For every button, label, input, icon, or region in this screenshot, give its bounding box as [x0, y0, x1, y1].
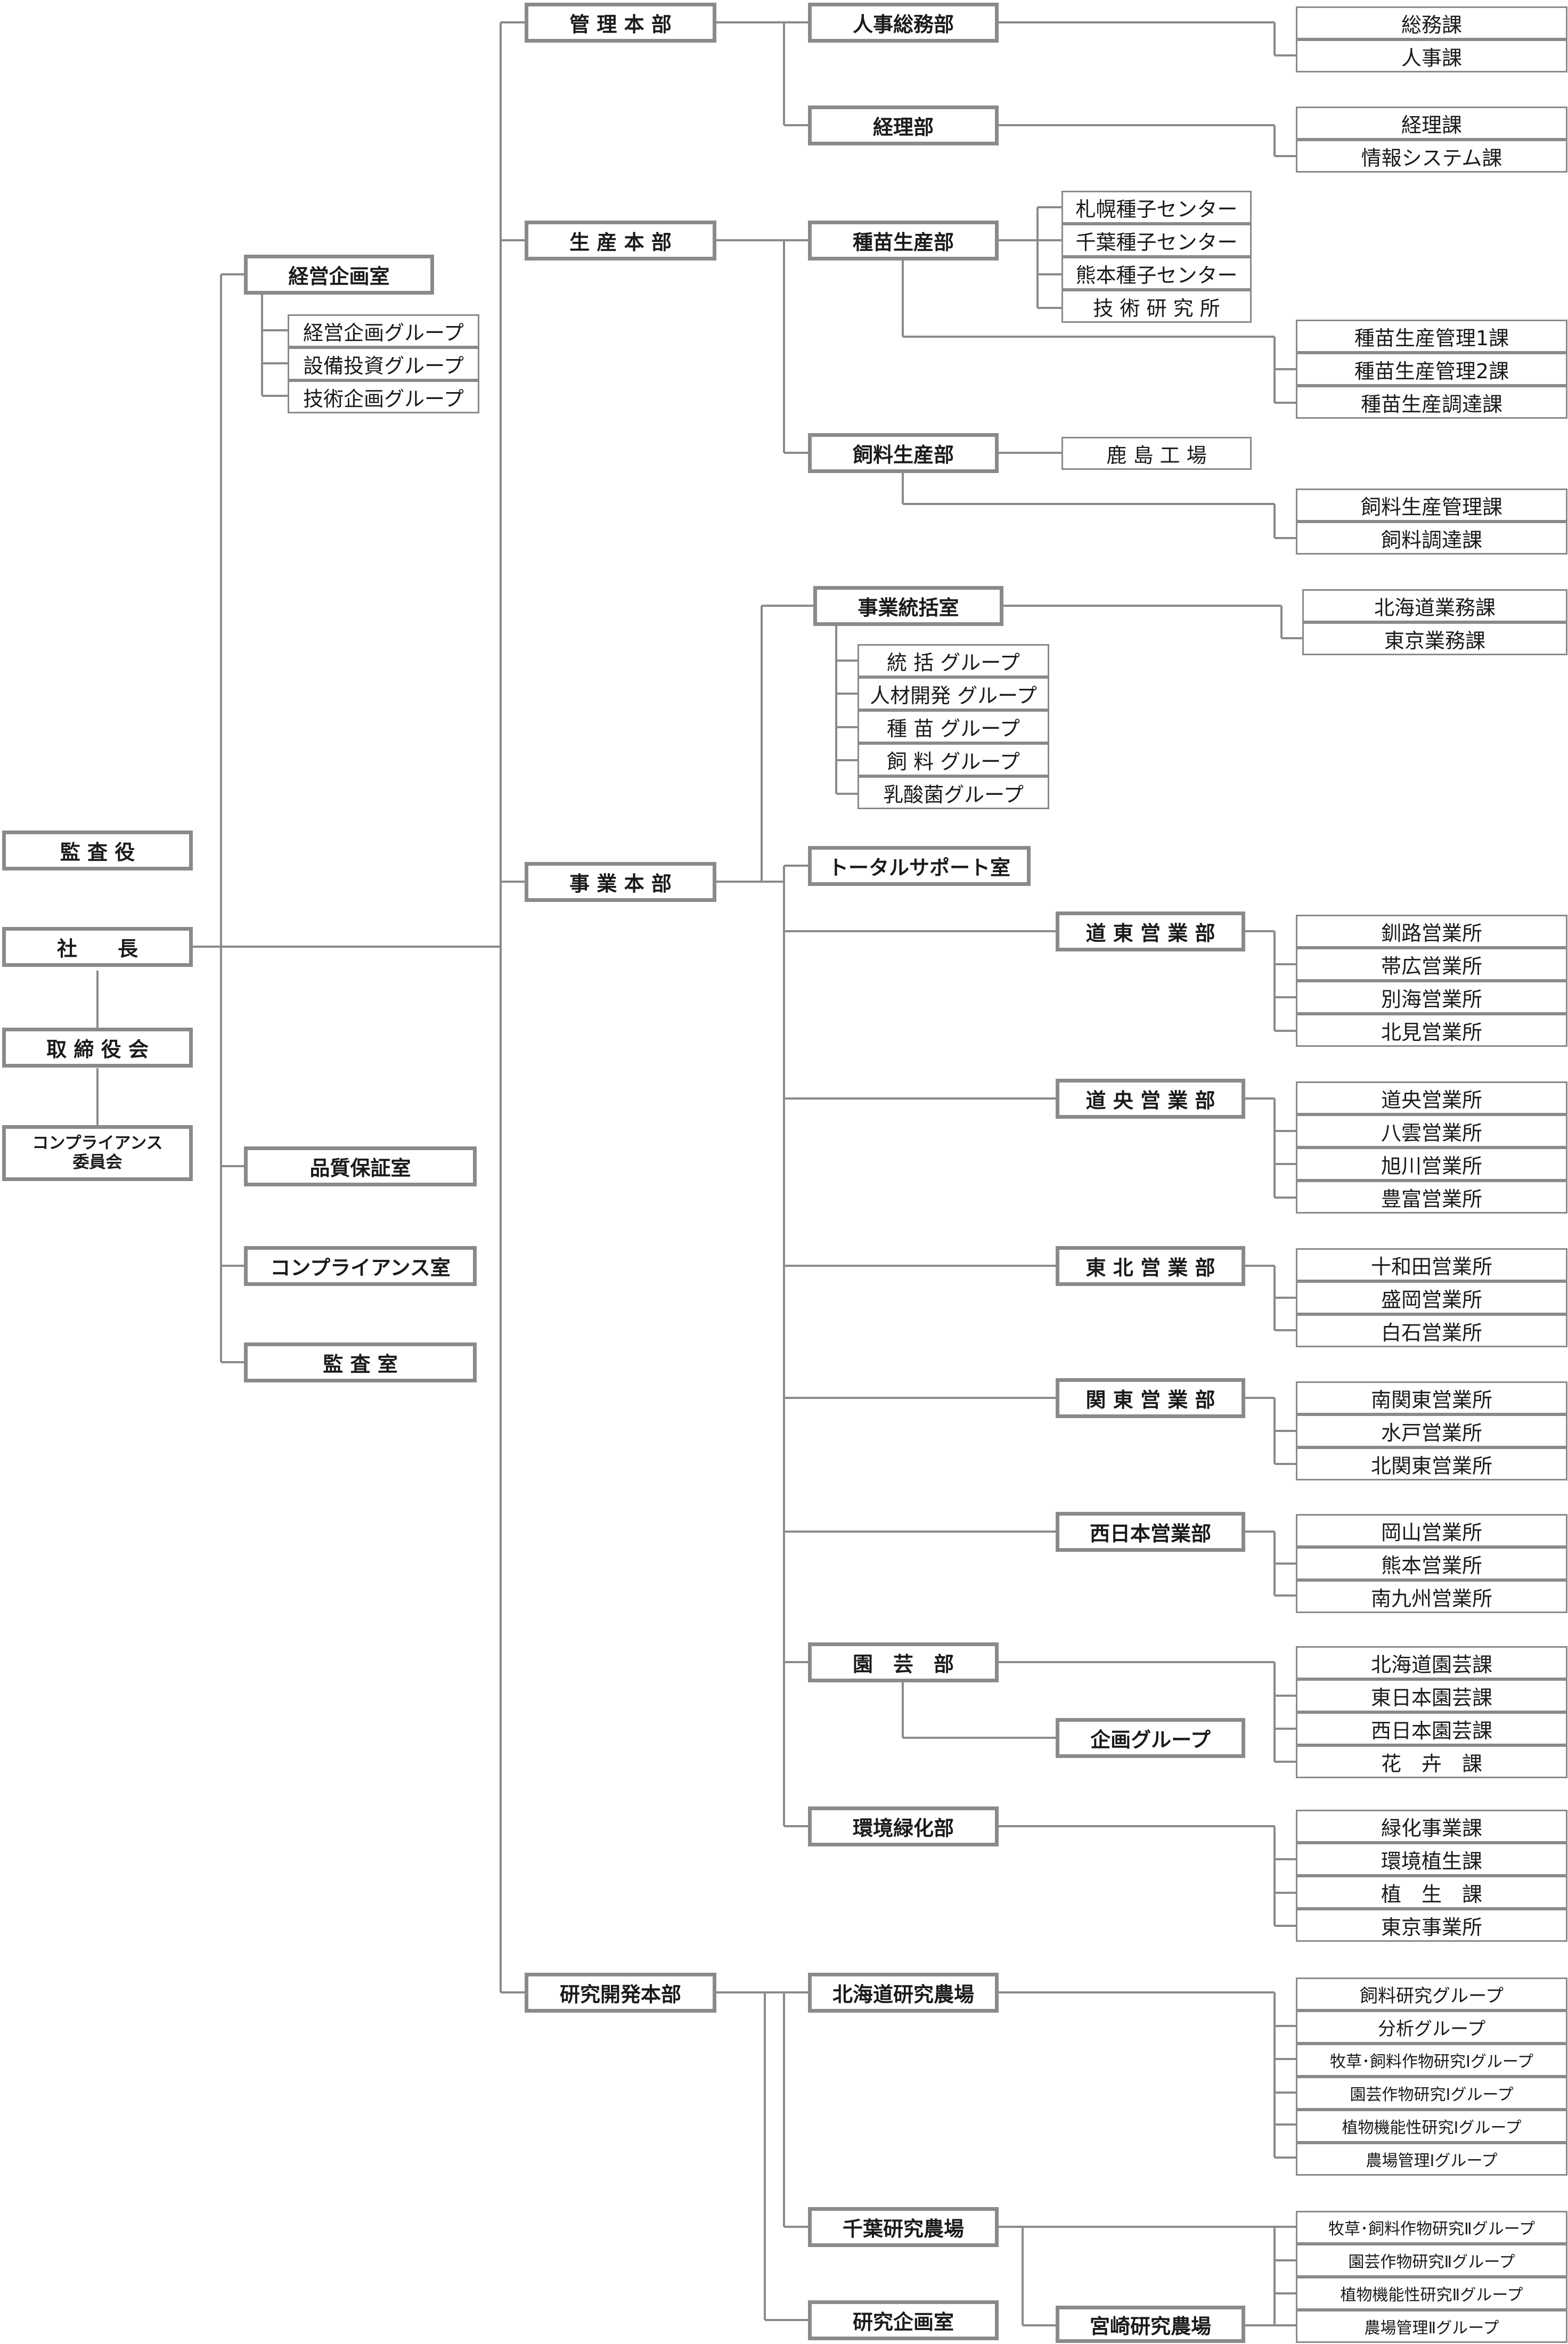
hokkaido-research-farm-box: 北海道研究農場	[808, 1973, 999, 2013]
sales-office-box: 帯広営業所	[1296, 948, 1567, 981]
integration-group-box: 種 苗 グループ	[858, 710, 1049, 743]
quality-office-box: 品質保証室	[244, 1146, 477, 1186]
section-box: 飼料生産管理課	[1296, 489, 1567, 522]
research-group-box: 植物機能性研究Ⅱグループ	[1296, 2277, 1567, 2310]
section-box: 種苗生産調達課	[1296, 386, 1567, 419]
section-box: 種苗生産管理1課	[1296, 320, 1567, 353]
sales-office-box: 別海営業所	[1296, 981, 1567, 1014]
integration-group-box: 乳酸菌グループ	[858, 776, 1049, 809]
section-box: 種苗生産管理2課	[1296, 353, 1567, 386]
integration-office-box: 事業統括室	[813, 586, 1003, 626]
research-group-box: 飼料研究グループ	[1296, 1977, 1567, 2011]
section-box: 経理課	[1296, 107, 1567, 140]
section-box: 東京事業所	[1296, 1909, 1567, 1942]
sales-office-box: 南九州営業所	[1296, 1580, 1567, 1613]
feed-production-dept-box: 飼料生産部	[808, 433, 999, 473]
sales-office-box: 道央営業所	[1296, 1081, 1567, 1114]
sales-office-box: 盛岡営業所	[1296, 1281, 1567, 1314]
sales-office-box: 岡山営業所	[1296, 1514, 1567, 1547]
section-box: 東日本園芸課	[1296, 1679, 1567, 1712]
research-group-box: 園芸作物研究Ⅱグループ	[1296, 2244, 1567, 2277]
research-group-box: 園芸作物研究Ⅰグループ	[1296, 2077, 1567, 2110]
section-box: 環境植生課	[1296, 1843, 1567, 1876]
audit-office-box: 監 査 室	[244, 1342, 477, 1382]
section-box: 総務課	[1296, 6, 1567, 39]
sales-office-box: 水戸営業所	[1296, 1414, 1567, 1447]
compliance-committee-line1: コンプライアンス	[32, 1133, 163, 1153]
section-box: 花 卉 課	[1296, 1745, 1567, 1778]
seed-center-box: 千葉種子センター	[1061, 224, 1252, 257]
compliance-office-box: コンプライアンス室	[244, 1246, 477, 1286]
seed-center-box: 札幌種子センター	[1061, 191, 1252, 224]
section-box: 緑化事業課	[1296, 1810, 1567, 1843]
sales-office-box: 北見営業所	[1296, 1014, 1567, 1047]
planning-office-box: 経営企画室	[244, 255, 434, 295]
admin-hq-box: 管 理 本 部	[525, 3, 716, 43]
kashima-plant-box: 鹿 島 工 場	[1061, 437, 1252, 470]
section-box: 飼料調達課	[1296, 522, 1567, 555]
planning-group-box: 技術企画グループ	[288, 380, 479, 413]
seed-center-box: 熊本種子センター	[1061, 257, 1252, 290]
sales-office-box: 南関東営業所	[1296, 1381, 1567, 1414]
research-group-box: 牧草･飼料作物研究Ⅱグループ	[1296, 2211, 1567, 2244]
dooo-sales-dept-box: 道 央 営 業 部	[1056, 1079, 1245, 1119]
section-box: 東京業務課	[1302, 622, 1567, 655]
horticulture-dept-box: 園 芸 部	[808, 1642, 999, 1682]
board-box: 取 締 役 会	[2, 1028, 193, 1068]
auditor-box: 監 査 役	[2, 831, 193, 870]
sales-office-box: 八雲営業所	[1296, 1114, 1567, 1147]
sales-office-box: 釧路営業所	[1296, 915, 1567, 948]
section-box: 北海道園芸課	[1296, 1646, 1567, 1679]
section-box: 人事課	[1296, 39, 1567, 72]
compliance-committee-line2: 委員会	[72, 1152, 123, 1172]
business-hq-box: 事 業 本 部	[525, 862, 716, 902]
research-group-box: 植物機能性研究Ⅰグループ	[1296, 2110, 1567, 2143]
research-group-box: 牧草･飼料作物研究Ⅰグループ	[1296, 2044, 1567, 2077]
seed-production-dept-box: 種苗生産部	[808, 221, 999, 261]
hort-planning-group-box: 企画グループ	[1056, 1718, 1245, 1758]
section-box: 西日本園芸課	[1296, 1712, 1567, 1745]
sales-office-box: 豊富営業所	[1296, 1181, 1567, 1214]
integration-group-box: 人材開発 グループ	[858, 677, 1049, 710]
research-hq-box: 研究開発本部	[525, 1973, 716, 2013]
hr-general-dept-box: 人事総務部	[808, 3, 999, 43]
environment-dept-box: 環境緑化部	[808, 1806, 999, 1846]
sales-office-box: 熊本営業所	[1296, 1547, 1567, 1580]
west-japan-sales-dept-box: 西日本営業部	[1056, 1512, 1245, 1552]
research-group-box: 農場管理Ⅰグループ	[1296, 2143, 1567, 2176]
accounting-dept-box: 経理部	[808, 105, 999, 145]
research-planning-office-box: 研究企画室	[808, 2300, 999, 2340]
tech-lab-box: 技 術 研 究 所	[1061, 290, 1252, 323]
sales-office-box: 白石営業所	[1296, 1314, 1567, 1347]
section-box: 植 生 課	[1296, 1876, 1567, 1909]
research-group-box: 農場管理Ⅱグループ	[1296, 2310, 1567, 2343]
production-hq-box: 生 産 本 部	[525, 221, 716, 261]
miyazaki-research-farm-box: 宮崎研究農場	[1056, 2306, 1245, 2343]
tohoku-sales-dept-box: 東 北 営 業 部	[1056, 1246, 1245, 1286]
sales-office-box: 北関東営業所	[1296, 1447, 1567, 1480]
section-box: 情報システム課	[1296, 140, 1567, 173]
doto-sales-dept-box: 道 東 営 業 部	[1056, 911, 1245, 951]
integration-group-box: 統 括 グループ	[858, 644, 1049, 677]
sales-office-box: 十和田営業所	[1296, 1248, 1567, 1281]
section-box: 北海道業務課	[1302, 589, 1567, 622]
research-group-box: 分析グループ	[1296, 2011, 1567, 2044]
integration-group-box: 飼 料 グループ	[858, 743, 1049, 776]
president-box: 社 長	[2, 927, 193, 967]
planning-group-box: 設備投資グループ	[288, 347, 479, 380]
planning-group-box: 経営企画グループ	[288, 314, 479, 347]
total-support-office-box: トータルサポート室	[808, 846, 1031, 886]
kanto-sales-dept-box: 関 東 営 業 部	[1056, 1378, 1245, 1418]
chiba-research-farm-box: 千葉研究農場	[808, 2207, 999, 2247]
sales-office-box: 旭川営業所	[1296, 1147, 1567, 1181]
compliance-committee-box: コンプライアンス 委員会	[2, 1125, 193, 1181]
